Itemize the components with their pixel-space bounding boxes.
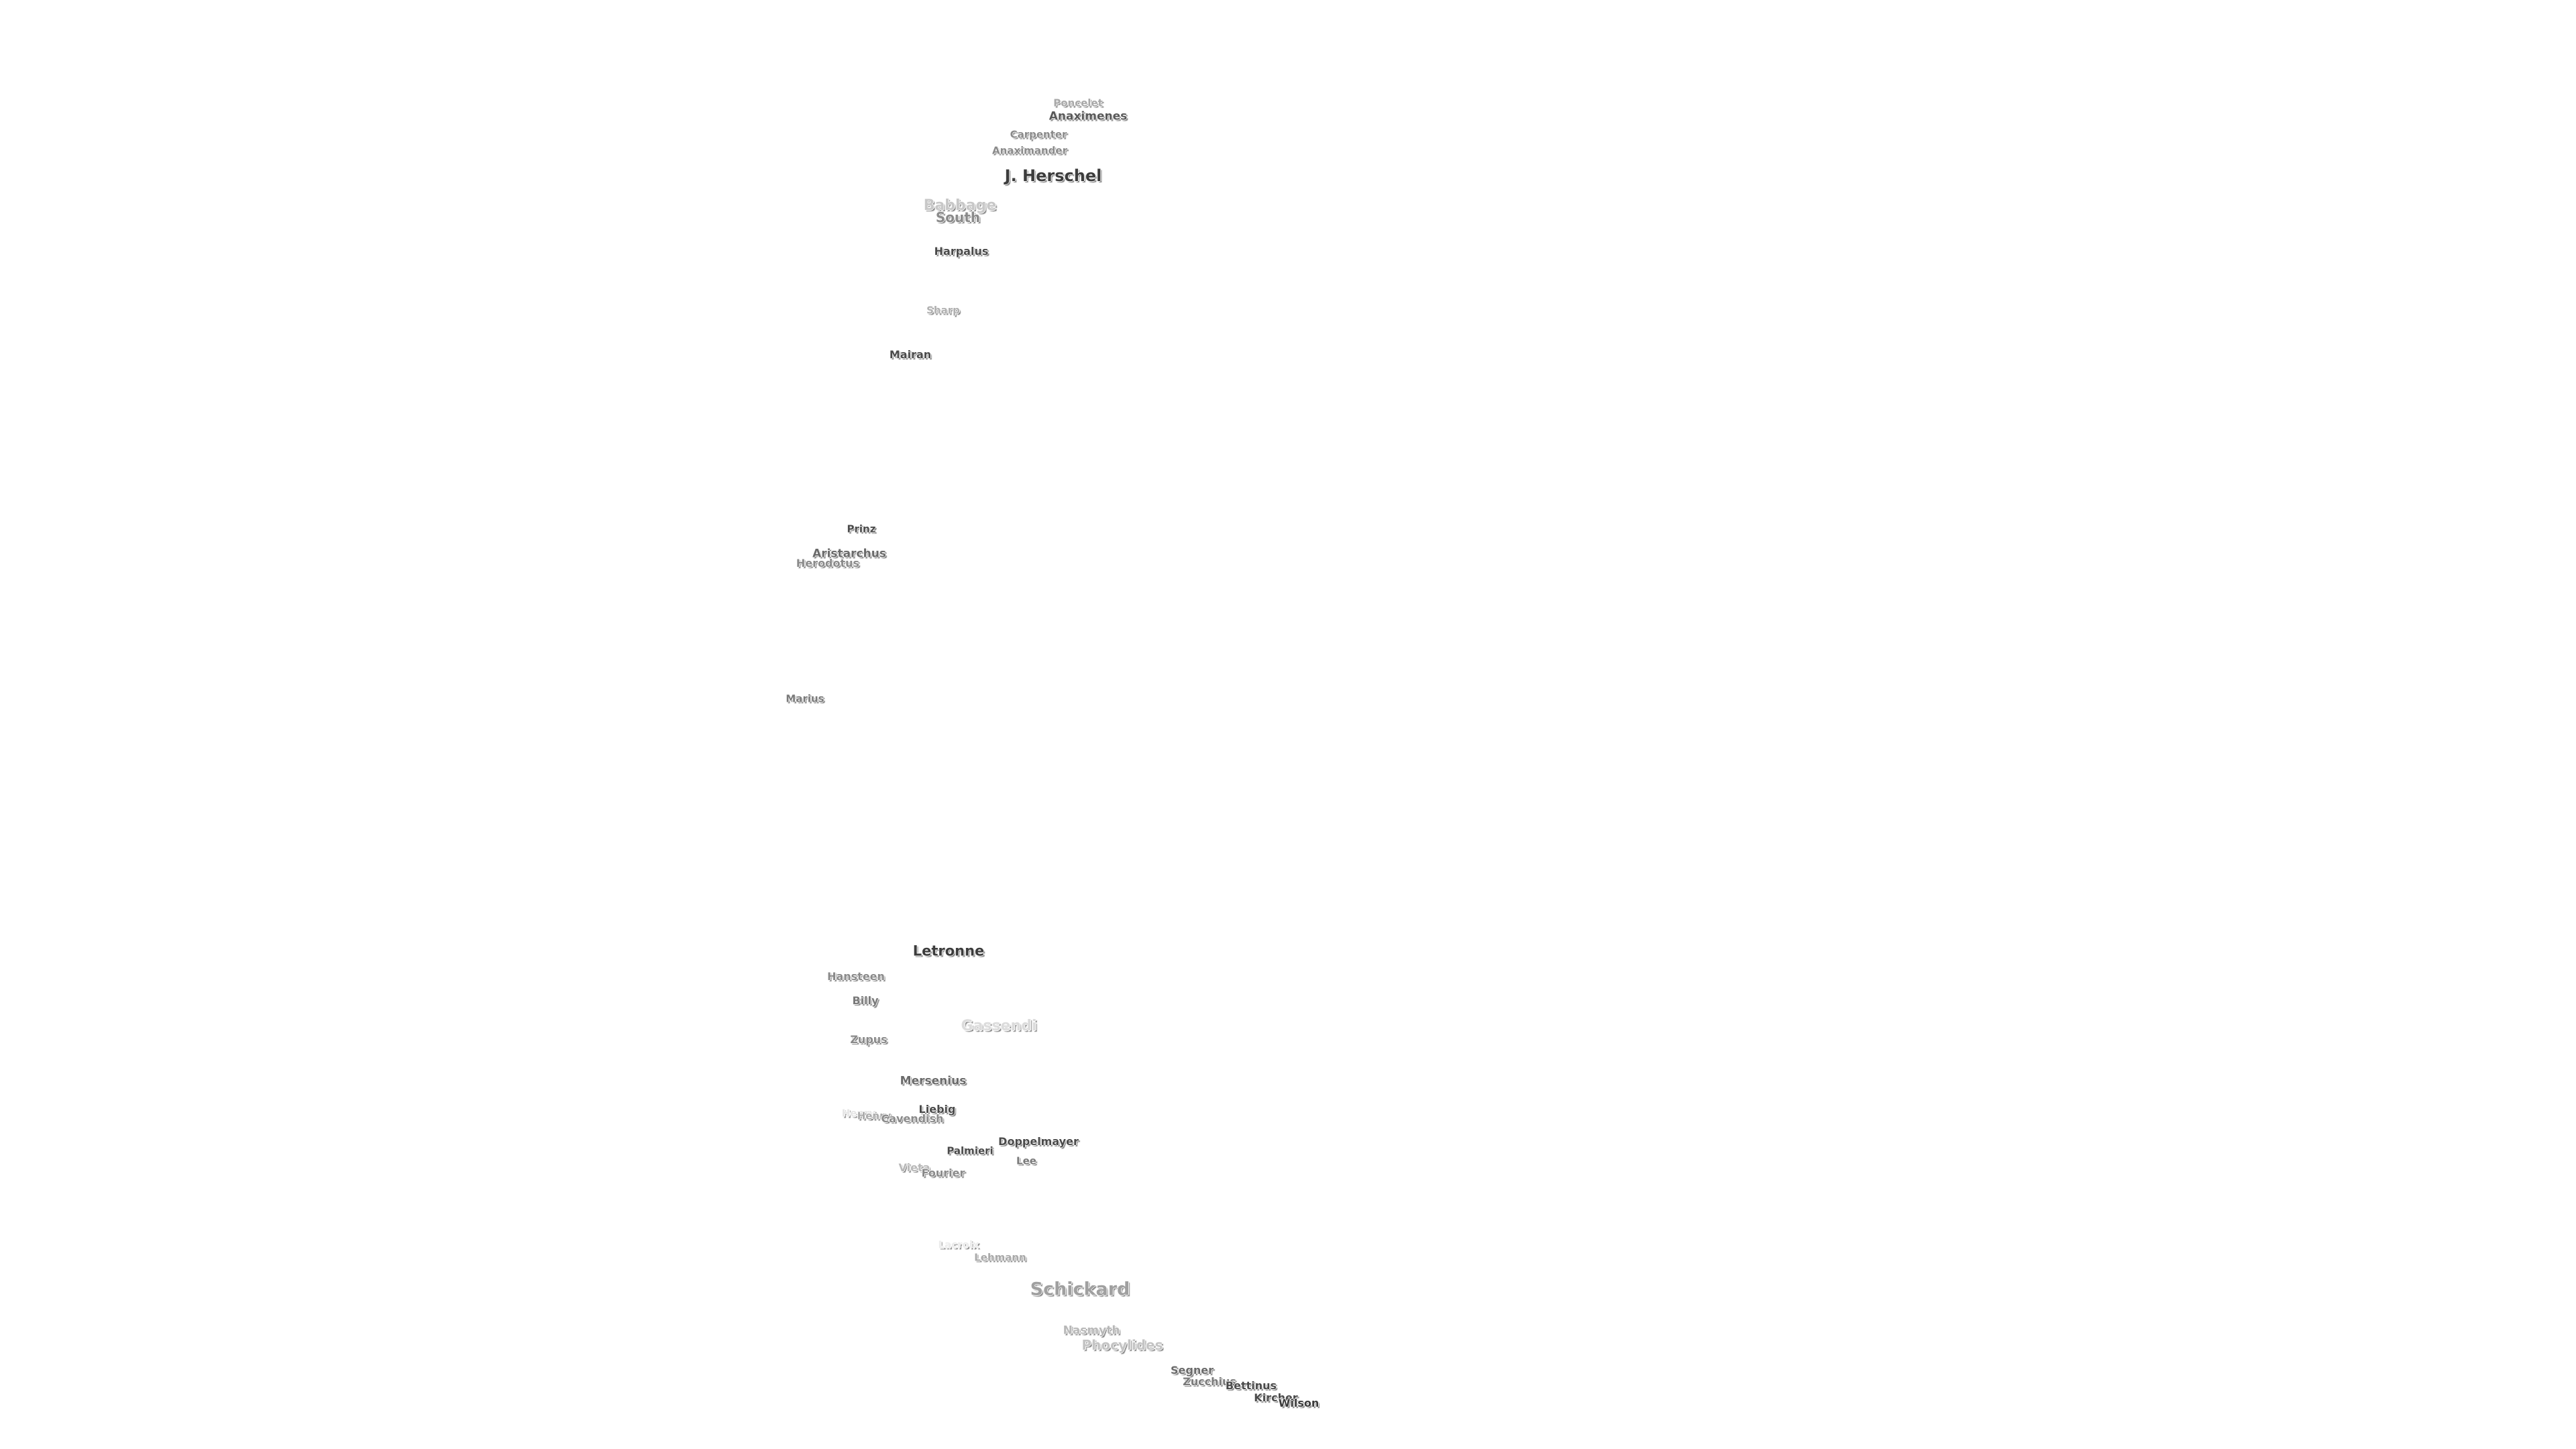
- crater-label-fourier: Fourier: [921, 1167, 965, 1179]
- crater-label-segner: Segner: [1171, 1364, 1214, 1377]
- crater-label-zucchius: Zucchius: [1183, 1375, 1236, 1388]
- crater-label-henry: Henry: [841, 1107, 876, 1120]
- crater-label-henry-freres: Henry: [857, 1110, 892, 1122]
- crater-label-wilson: Wilson: [1278, 1397, 1320, 1409]
- crater-label-marius: Marius: [786, 692, 824, 705]
- crater-label-billy: Billy: [852, 994, 879, 1007]
- crater-label-gassendi: Gassendi: [961, 1018, 1037, 1034]
- crater-label-lee: Lee: [1016, 1155, 1036, 1167]
- crater-label-prinz: Prinz: [847, 523, 876, 535]
- crater-label-letronne: Letronne: [912, 943, 985, 959]
- crater-label-liebig: Liebig: [918, 1103, 956, 1116]
- crater-label-south: South: [935, 209, 981, 225]
- crater-label-j-herschel: J. Herschel: [1004, 166, 1102, 185]
- crater-label-mersenius: Mersenius: [900, 1074, 967, 1088]
- crater-label-zupus: Zupus: [850, 1033, 888, 1046]
- crater-label-babbage: Babbage: [923, 197, 997, 214]
- crater-label-vieta: Vieta: [898, 1161, 930, 1174]
- crater-label-schickard: Schickard: [1030, 1279, 1130, 1300]
- crater-label-palmieri: Palmieri: [947, 1144, 994, 1157]
- crater-label-anaximander: Anaximander: [992, 144, 1067, 157]
- crater-label-carpenter: Carpenter: [1010, 128, 1067, 141]
- crater-label-lacroix: Lacroix: [938, 1238, 979, 1251]
- crater-label-hansteen: Hansteen: [827, 970, 885, 983]
- crater-label-mairan: Mairan: [889, 348, 932, 361]
- crater-label-nasmyth: Nasmyth: [1063, 1324, 1120, 1338]
- crater-label-kircher: Kircher: [1254, 1391, 1298, 1404]
- crater-label-poncelet: Poncelet: [1053, 97, 1103, 109]
- crater-label-harpalus: Harpalus: [934, 245, 989, 258]
- crater-label-bettinus: Bettinus: [1225, 1379, 1277, 1392]
- crater-label-lehmann: Lehmann: [974, 1251, 1026, 1264]
- crater-label-anaximenes: Anaximenes: [1049, 109, 1128, 123]
- crater-label-herodotus: Herodotus: [796, 557, 860, 570]
- crater-label-doppelmayer: Doppelmayer: [998, 1135, 1079, 1148]
- crater-label-cavendish: Cavendish: [881, 1112, 944, 1125]
- crater-label-aristarchus: Aristarchus: [812, 547, 886, 561]
- crater-label-sharp: Sharp: [926, 304, 960, 317]
- crater-label-phocylides: Phocylides: [1081, 1337, 1163, 1353]
